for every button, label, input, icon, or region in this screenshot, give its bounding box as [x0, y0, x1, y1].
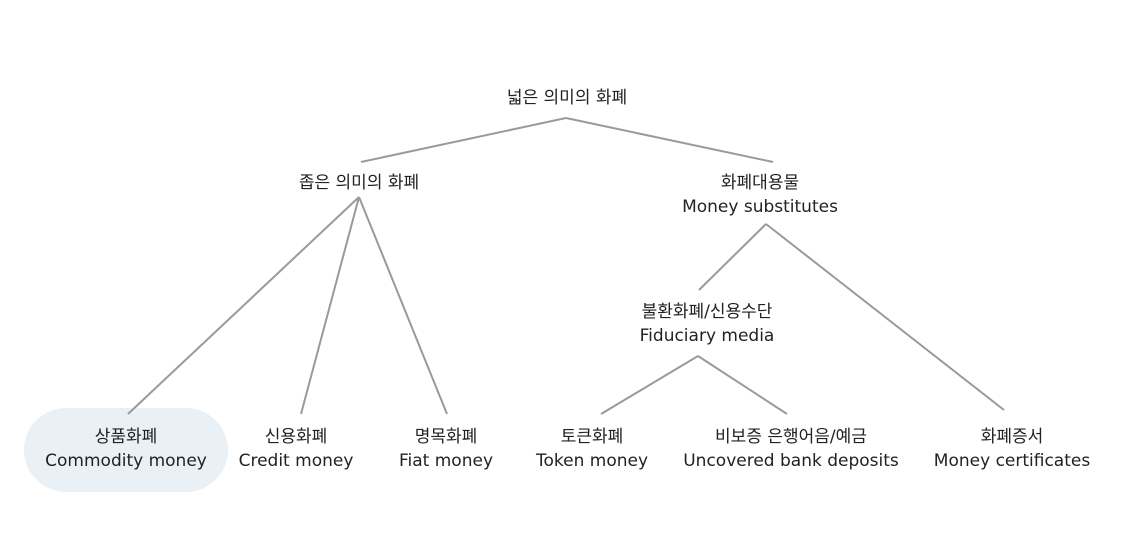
- node-fiduciary-media-en: Fiduciary media: [639, 326, 775, 346]
- node-fiat-money-en: Fiat money: [398, 451, 494, 471]
- node-token-money-ko: 토큰화폐: [560, 427, 624, 447]
- node-broad-money: 넓은 의미의 화폐: [507, 86, 627, 110]
- node-money-substitutes-en: Money substitutes: [682, 197, 838, 217]
- node-money-certificates-ko: 화폐증서: [980, 427, 1044, 447]
- node-uncovered-bank-deposits-ko: 비보증 은행어음/예금: [715, 427, 867, 447]
- node-credit-money-ko: 신용화폐: [264, 427, 328, 447]
- node-commodity-money-en: Commodity money: [45, 451, 207, 471]
- edge-root-substitutes: [565, 117, 774, 163]
- node-money-substitutes: 화폐대용물 Money substitutes: [682, 171, 838, 219]
- edge-root-narrow: [360, 117, 567, 163]
- edge-fiduciary-token: [600, 355, 699, 415]
- edge-fiduciary-uncovered: [697, 355, 788, 415]
- node-money-certificates-en: Money certificates: [933, 451, 1091, 471]
- node-token-money-en: Token money: [535, 451, 649, 471]
- node-narrow-money-label: 좁은 의미의 화폐: [298, 173, 420, 193]
- node-fiat-money-ko: 명목화폐: [414, 427, 478, 447]
- node-fiduciary-media: 불환화폐/신용수단 Fiduciary media: [640, 300, 775, 348]
- node-money-certificates: 화폐증서 Money certificates: [934, 425, 1090, 473]
- edge-narrow-fiat: [358, 196, 448, 415]
- edge-narrow-commodity: [127, 196, 360, 415]
- edge-narrow-credit: [300, 196, 360, 415]
- commodity-money-highlight: [24, 408, 228, 492]
- node-broad-money-label: 넓은 의미의 화폐: [506, 88, 628, 108]
- edge-substitutes-certificates: [765, 223, 1005, 411]
- node-token-money: 토큰화폐 Token money: [536, 425, 648, 473]
- node-credit-money-en: Credit money: [238, 451, 354, 471]
- edge-substitutes-fiduciary: [698, 223, 767, 291]
- node-credit-money: 신용화폐 Credit money: [239, 425, 354, 473]
- node-uncovered-bank-deposits: 비보증 은행어음/예금 Uncovered bank deposits: [683, 425, 899, 473]
- node-money-substitutes-ko: 화폐대용물: [720, 173, 800, 193]
- node-fiduciary-media-ko: 불환화폐/신용수단: [641, 302, 773, 322]
- node-narrow-money: 좁은 의미의 화폐: [299, 171, 419, 195]
- node-commodity-money: 상품화폐 Commodity money: [45, 425, 207, 473]
- node-fiat-money: 명목화폐 Fiat money: [399, 425, 493, 473]
- node-uncovered-bank-deposits-en: Uncovered bank deposits: [683, 451, 899, 471]
- node-commodity-money-ko: 상품화폐: [94, 427, 158, 447]
